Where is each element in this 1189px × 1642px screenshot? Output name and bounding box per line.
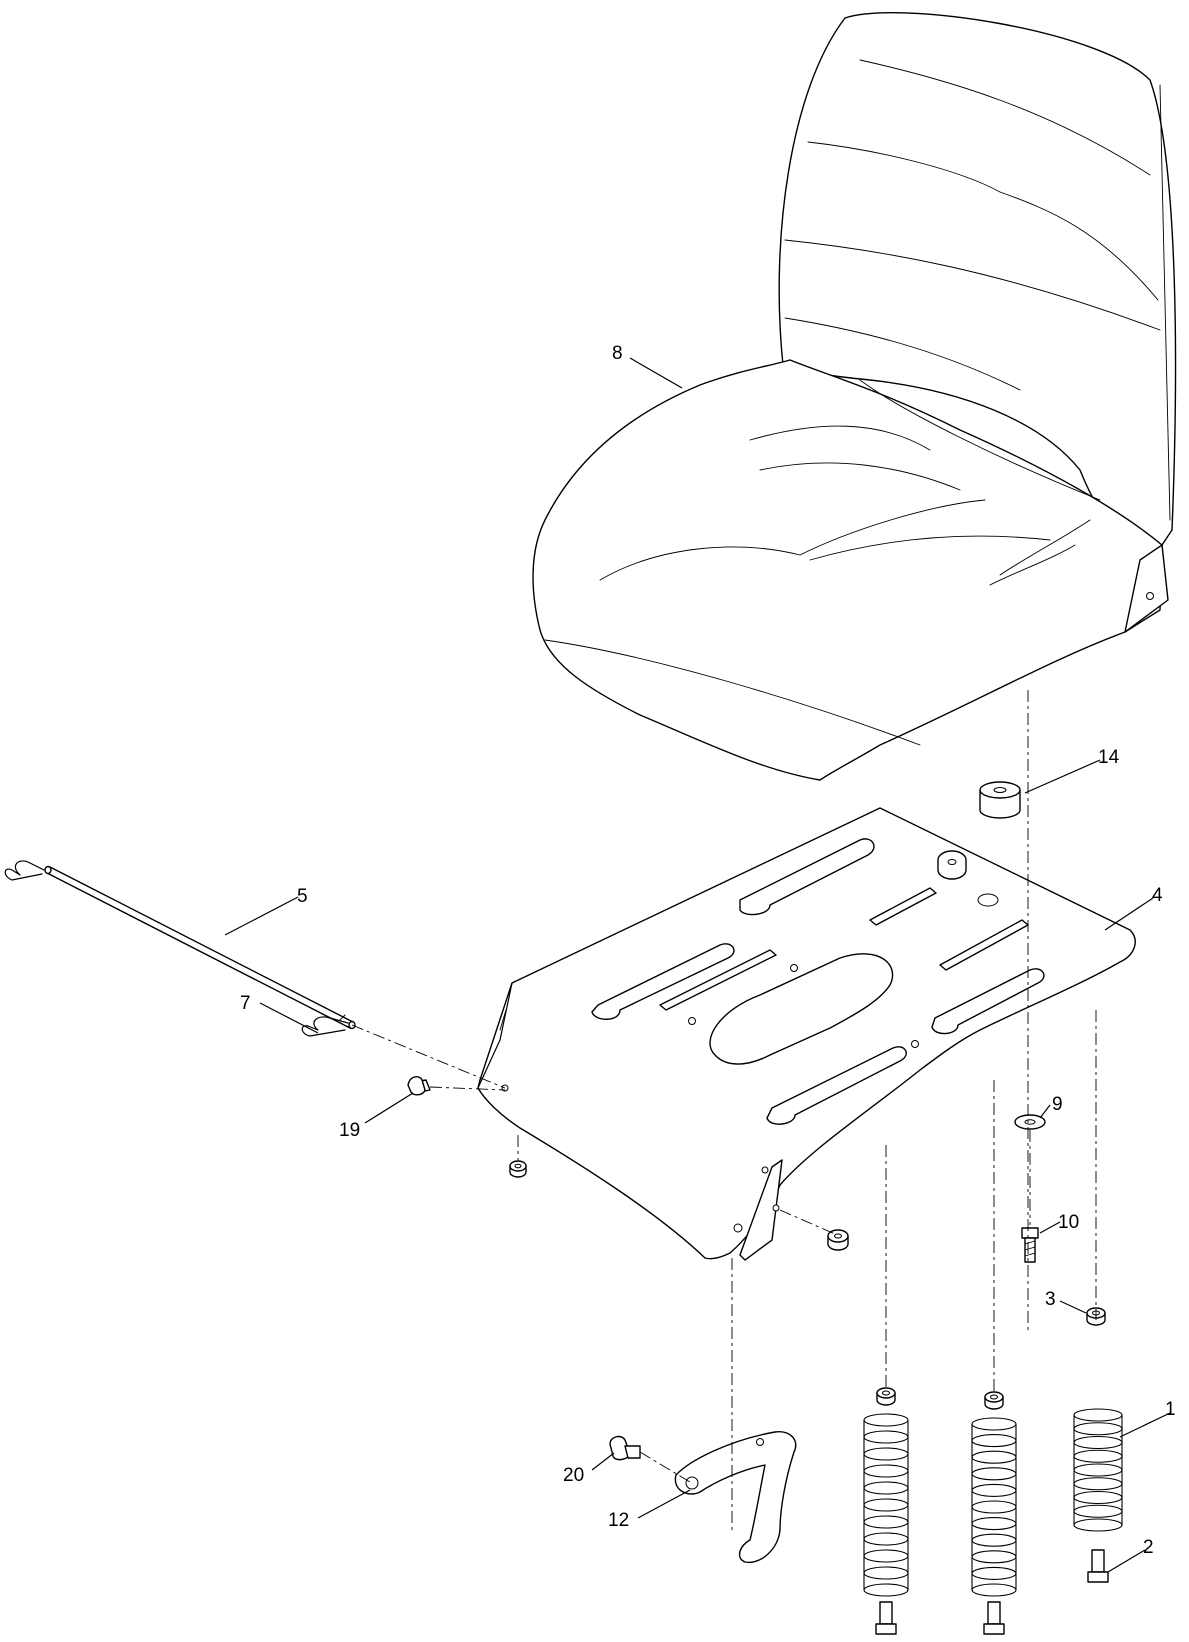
callout-2: 2 [1143, 1537, 1154, 1558]
spring-coil [863, 1413, 909, 1427]
bottom-bolt-3 [1087, 1549, 1109, 1583]
hairpin-cotter [301, 1016, 349, 1037]
spring-coil [971, 1417, 1017, 1431]
spring-coil [971, 1434, 1017, 1448]
flange-nut-spring-3 [984, 1391, 1004, 1410]
assembly-centerlines [351, 690, 1097, 1530]
callout-leaders [224, 357, 1171, 1573]
spring-2 [971, 1417, 1017, 1597]
flange-nut [509, 1160, 527, 1178]
spring-coil [863, 1447, 909, 1461]
spring-coil [863, 1515, 909, 1529]
flange-nut-spring-2 [876, 1387, 896, 1406]
spring-coil [1073, 1408, 1123, 1422]
hairpin-cotter-left [4, 860, 45, 881]
spring-coil [971, 1467, 1017, 1481]
spring-coil [971, 1450, 1017, 1464]
callout-10: 10 [1058, 1212, 1079, 1233]
bottom-bolt-1 [875, 1601, 897, 1635]
callout-8: 8 [612, 343, 623, 364]
callout-4: 4 [1152, 885, 1163, 906]
callout-labels: 8 14 5 4 7 9 19 10 3 1 20 12 2 [240, 343, 1176, 1558]
bottom-bolt-2 [983, 1601, 1005, 1635]
spring-coil [1073, 1504, 1123, 1518]
spring-3 [1073, 1408, 1123, 1532]
spring-coil [863, 1549, 909, 1563]
spring-coil [1073, 1422, 1123, 1436]
spring-coil [863, 1583, 909, 1597]
spring-coil [863, 1566, 909, 1580]
spring-coil [1073, 1463, 1123, 1477]
flange-bolt [1021, 1227, 1039, 1263]
callout-9: 9 [1052, 1094, 1063, 1115]
spring-coil [1073, 1518, 1123, 1532]
callout-20: 20 [563, 1465, 584, 1486]
spring-coil [971, 1533, 1017, 1547]
carriage-bolt [407, 1076, 431, 1096]
spring-coil [971, 1483, 1017, 1497]
callout-1: 1 [1165, 1399, 1176, 1420]
spring-coil [971, 1517, 1017, 1531]
spacer [979, 781, 1021, 819]
latch-bracket [674, 1431, 797, 1564]
pivot-rod [44, 865, 356, 1030]
shoulder-bolt [609, 1435, 641, 1461]
spring-coil [863, 1464, 909, 1478]
spring-coil [971, 1566, 1017, 1580]
callout-3: 3 [1045, 1289, 1056, 1310]
callout-19: 19 [339, 1120, 360, 1141]
spring-coil [1073, 1435, 1123, 1450]
spring-coil [863, 1481, 909, 1495]
spring-coil [971, 1550, 1017, 1564]
seat-plate [477, 807, 1136, 1261]
spring-coil [971, 1500, 1017, 1514]
spring-coil [1073, 1449, 1123, 1463]
callout-7: 7 [240, 993, 251, 1014]
spring-coil [863, 1498, 909, 1512]
callout-14: 14 [1098, 747, 1120, 768]
callout-5: 5 [297, 886, 308, 907]
seat [532, 12, 1177, 781]
flange-nut-rear [827, 1229, 849, 1251]
spring-coil [863, 1430, 909, 1444]
spring-coil [971, 1583, 1017, 1597]
spring-1 [863, 1413, 909, 1597]
callout-12: 12 [608, 1510, 629, 1531]
washer [1014, 1114, 1046, 1130]
spring-coil [863, 1532, 909, 1546]
spring-coil [1073, 1490, 1123, 1505]
spring-coil [1073, 1477, 1123, 1491]
compression-spring [863, 1408, 1123, 1597]
